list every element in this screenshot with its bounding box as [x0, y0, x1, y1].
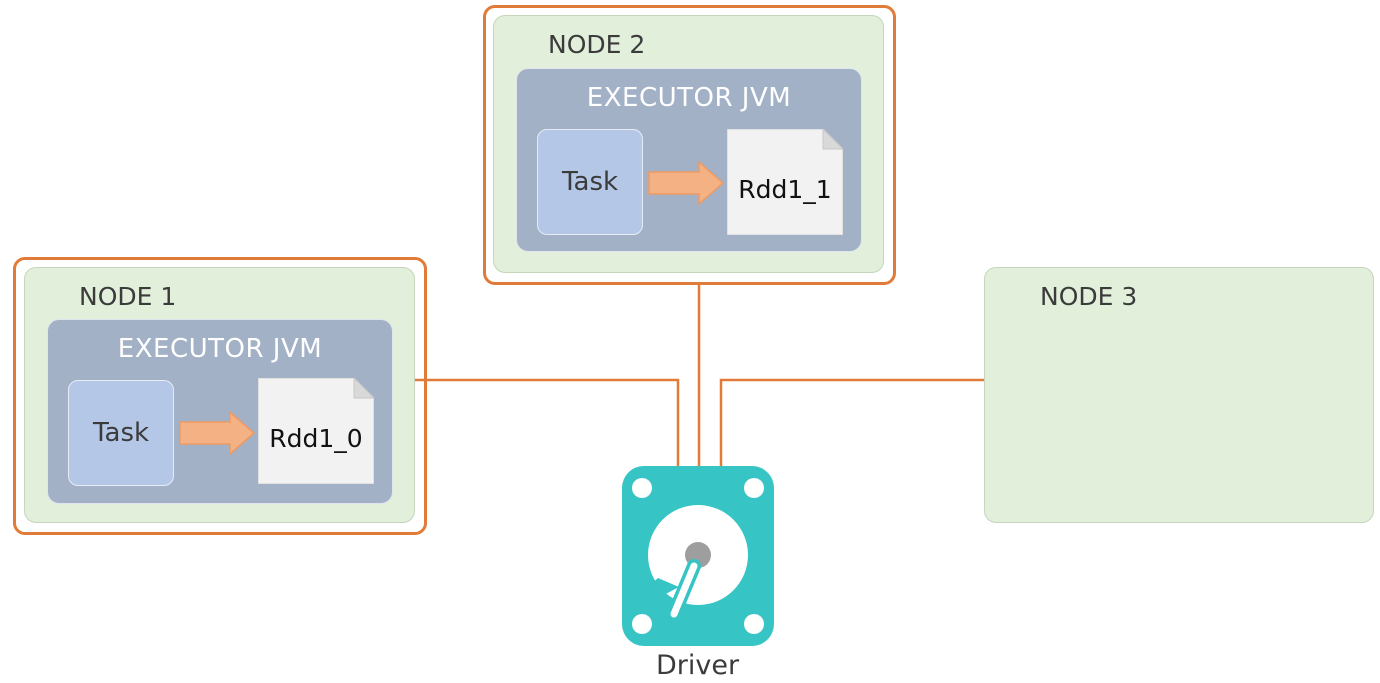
node2-task-label: Task — [561, 167, 619, 197]
node2-executor[interactable]: EXECUTOR JVM Task Rdd1_1 — [516, 68, 862, 252]
node2-box[interactable]: NODE 2 EXECUTOR JVM Task Rdd1_1 — [493, 15, 884, 273]
node1-executor-title: EXECUTOR JVM — [117, 334, 323, 364]
node2-highlight — [483, 5, 896, 285]
node1-rdd-label: Rdd1_0 — [269, 424, 363, 453]
node2-arrow-icon — [648, 161, 725, 205]
node1-title: NODE 1 — [79, 282, 177, 311]
connector-node1-driver — [414, 378, 680, 466]
node2-executor-title: EXECUTOR JVM — [586, 83, 792, 113]
node1-highlight — [13, 257, 427, 535]
node2-task[interactable]: Task — [537, 129, 643, 235]
node1-arrow-icon — [179, 411, 256, 455]
node1-executor[interactable]: EXECUTOR JVM Task Rdd1_0 — [47, 319, 393, 504]
node1-task[interactable]: Task — [68, 380, 174, 486]
connector-node3-driver — [719, 378, 984, 466]
node2-title: NODE 2 — [548, 30, 646, 59]
node2-rdd-label: Rdd1_1 — [738, 175, 832, 204]
node2-rdd-document[interactable]: Rdd1_1 — [726, 127, 845, 236]
node1-task-label: Task — [92, 418, 150, 448]
node3-box[interactable]: NODE 3 — [984, 267, 1374, 523]
node1-box[interactable]: NODE 1 EXECUTOR JVM Task Rdd1_0 — [24, 267, 415, 523]
driver-label: Driver — [656, 650, 740, 681]
node3-title: NODE 3 — [1040, 282, 1138, 311]
hard-drive-icon[interactable] — [622, 466, 774, 646]
node1-rdd-document[interactable]: Rdd1_0 — [257, 376, 376, 485]
